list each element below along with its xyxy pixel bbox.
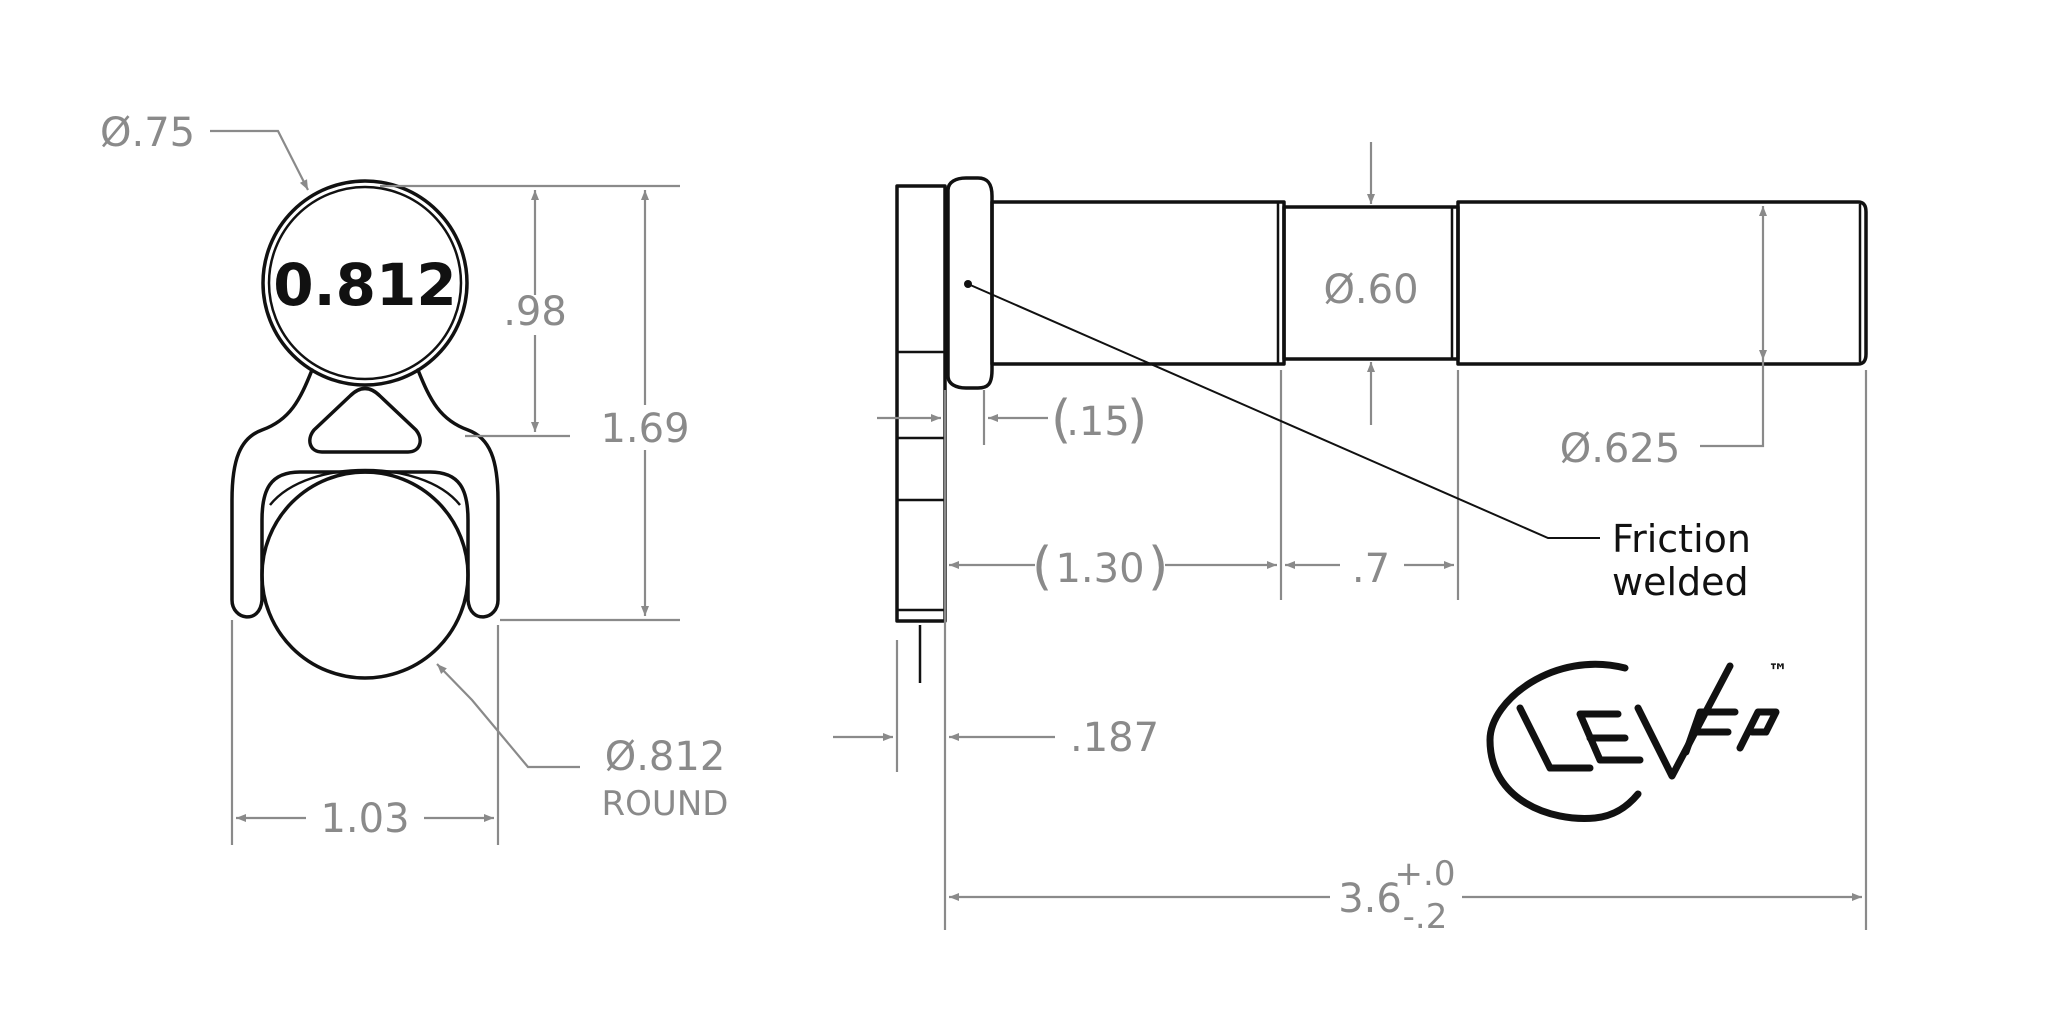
front-view: 0.812 (230, 179, 500, 680)
dim-625-label: Ø.625 (1560, 426, 1681, 472)
dim-130-paren-open: ( (1032, 537, 1052, 597)
ring-dia-leader (210, 129, 309, 191)
logo-v (1634, 662, 1734, 780)
side-view (895, 176, 1868, 683)
dim-187-label: .187 (1070, 715, 1159, 761)
ball-dia-label: Ø.812 (605, 734, 726, 780)
ball-outline (260, 470, 470, 680)
dim-36-tol-plus: +.0 (1395, 854, 1456, 894)
dim-130-label: 1.30 (1055, 546, 1144, 592)
dim-98-label: .98 (503, 289, 567, 335)
weld-note-leader (967, 283, 1600, 539)
fork-body-outline (230, 368, 500, 619)
side-view-dimensions: Ø.60 Ø.625 ( .15 ) ( 1.30 ) .7 .187 (833, 142, 1868, 937)
triangle-hole (308, 386, 422, 454)
clever-logo: ™ (1486, 659, 1788, 822)
logo-trademark: ™ (1768, 659, 1788, 683)
dim-130-paren-close: ) (1148, 537, 1168, 597)
weld-note: Friction welded (967, 283, 1751, 604)
dim-36-tol-minus: -.2 (1403, 897, 1448, 937)
weld-note-line1: Friction (1612, 517, 1751, 561)
dim-169-label: 1.69 (600, 406, 689, 452)
logo-r (1736, 708, 1780, 752)
top-ring-outline (261, 179, 469, 387)
dim-15-paren-open: ( (1051, 390, 1071, 450)
plate (895, 184, 947, 623)
dim-15-label: .15 (1066, 399, 1130, 445)
dim-60-label: Ø.60 (1323, 267, 1418, 313)
top-ring-inner (267, 185, 463, 381)
ring-dia-label: Ø.75 (100, 110, 195, 156)
front-view-dimensions: Ø.75 .98 1.69 Ø.812 ROUND 1.03 (100, 110, 728, 845)
logo-e2 (1682, 708, 1739, 756)
shaft-section-1 (990, 200, 1286, 366)
engraving-text: 0.812 (273, 251, 456, 319)
ball-dia-leader (436, 663, 580, 769)
shaft-section-3 (1456, 200, 1868, 366)
dim-36-label: 3.6 (1338, 876, 1402, 922)
dim-625-leader (1700, 360, 1765, 448)
dim-103-label: 1.03 (320, 796, 409, 842)
ball-shape-label: ROUND (602, 784, 729, 824)
dim-7-label: .7 (1352, 546, 1390, 592)
logo-c-arc (1486, 660, 1642, 822)
ball-top-arc (269, 468, 461, 506)
logo-l (1516, 704, 1594, 772)
weld-note-line2: welded (1612, 560, 1749, 604)
dim-15-paren-close: ) (1127, 390, 1147, 450)
collar (946, 176, 994, 390)
